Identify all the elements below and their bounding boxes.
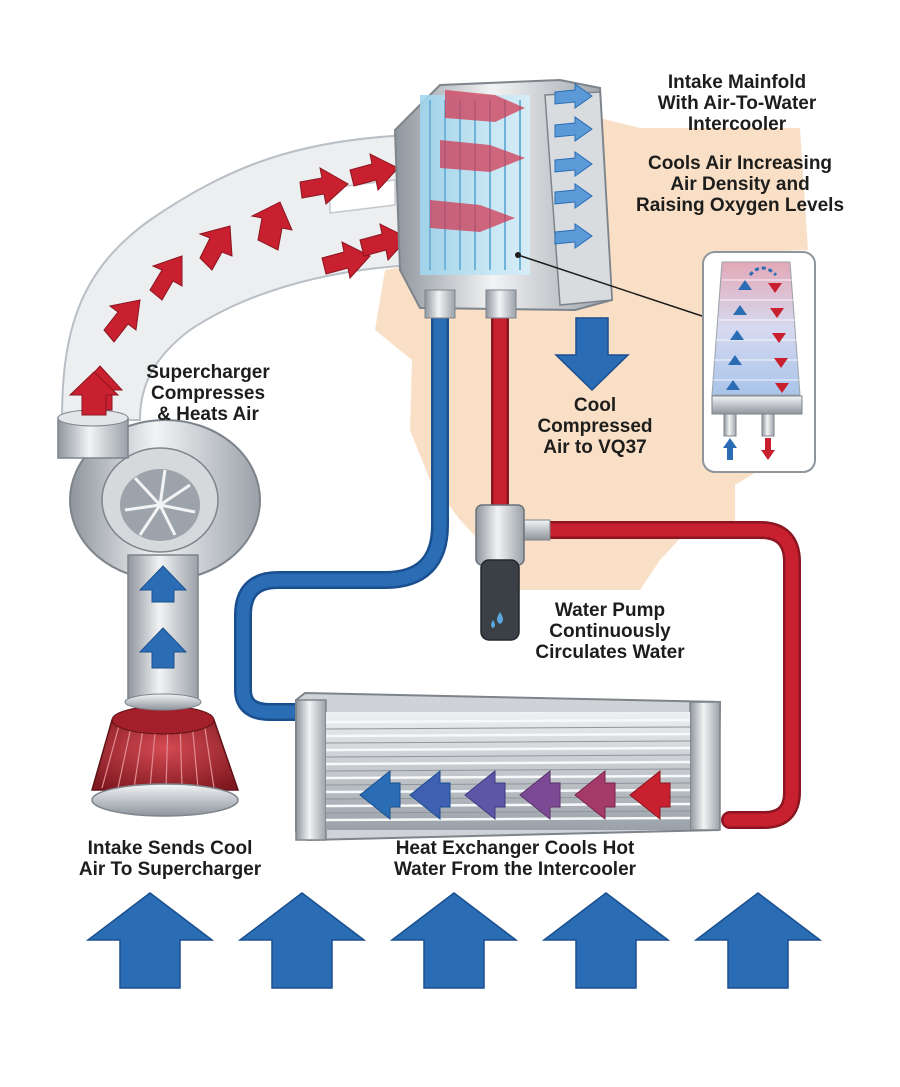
hot-water-pipe: [491, 309, 801, 829]
heat-exchanger-arrows: [359, 769, 671, 821]
intercooler-core-icon: [702, 251, 816, 473]
label-intake-manifold: Intake Mainfold With Air-To-Water Interc…: [657, 72, 817, 135]
water-pump-icon: [475, 504, 551, 641]
label-cools-air: Cools Air Increasing Air Density and Rai…: [635, 153, 845, 216]
label-heat-exchanger: Heat Exchanger Cools Hot Water From the …: [393, 838, 637, 880]
label-intake: Intake Sends Cool Air To Supercharger: [78, 838, 262, 880]
label-supercharger: Supercharger Compresses & Heats Air: [146, 362, 270, 425]
label-water-pump: Water Pump Continuously Circulates Water: [535, 600, 685, 663]
intake-duct: [60, 133, 414, 421]
supercharger-icon: [57, 371, 261, 581]
air-filter-icon: [91, 693, 240, 817]
cold-water-pipe: [234, 309, 449, 721]
intake-manifold-icon: [393, 78, 614, 319]
ambient-air-arrows: [85, 892, 823, 989]
label-cool-compressed-air: Cool Compressed Air to VQ37: [537, 395, 653, 458]
heat-exchanger-icon: [295, 691, 722, 842]
hot-air-arrows: [76, 153, 409, 411]
cool-air-down-arrow: [554, 317, 630, 392]
intake-tube-arrows: [138, 565, 188, 669]
